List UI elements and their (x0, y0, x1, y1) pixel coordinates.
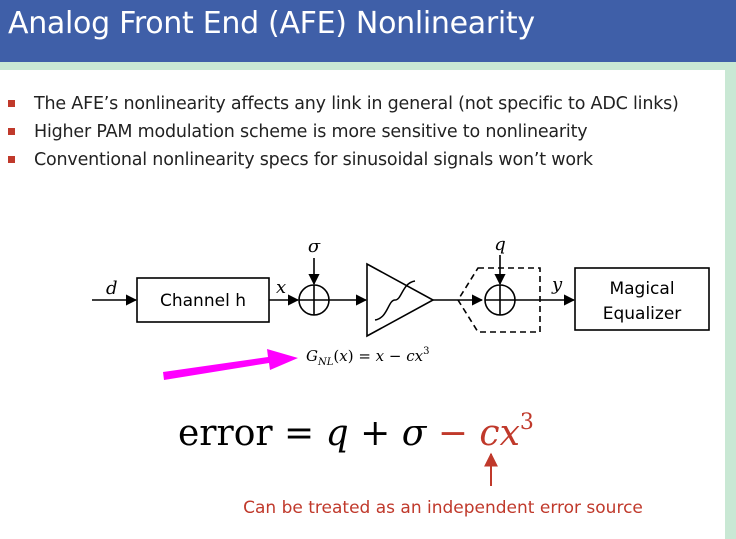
summer-sigma (298, 284, 330, 316)
y-label: y (551, 274, 563, 295)
channel-box (136, 277, 270, 323)
input-label: d (106, 278, 118, 299)
slide-title: Analog Front End (AFE) Nonlinearity (8, 6, 535, 41)
bullet-square-icon (8, 128, 15, 135)
equalizer-line1: Magical (609, 279, 674, 299)
equalizer-line2: Equalizer (603, 304, 682, 324)
sigma-label: σ (308, 236, 321, 257)
bullet-item: The AFE’s nonlinearity affects any link … (8, 90, 679, 118)
bullet-square-icon (8, 156, 15, 163)
error-equation: error = q + σ − cx3 (178, 410, 534, 454)
summer-q (484, 284, 516, 316)
bullet-text: Higher PAM modulation scheme is more sen… (34, 122, 588, 142)
title-bar: Analog Front End (AFE) Nonlinearity (0, 0, 736, 62)
x-label: x (276, 277, 286, 298)
bullet-list: The AFE’s nonlinearity affects any link … (8, 90, 679, 174)
nonlinear-amplifier (366, 262, 435, 338)
annotation-text: Can be treated as an independent error s… (243, 498, 643, 518)
quantizer-dashed-block (457, 267, 541, 333)
q-label: q (494, 234, 506, 255)
bullet-square-icon (8, 100, 15, 107)
bullet-item: Conventional nonlinearity specs for sinu… (8, 146, 679, 174)
bullet-text: The AFE’s nonlinearity affects any link … (34, 94, 679, 114)
magenta-arrow-icon (163, 349, 298, 380)
gnl-formula: GNL(x) = x − cx3 (306, 346, 430, 368)
bullet-item: Higher PAM modulation scheme is more sen… (8, 118, 679, 146)
bullet-text: Conventional nonlinearity specs for sinu… (34, 150, 593, 170)
equalizer-box (574, 267, 710, 331)
channel-label: Channel h (160, 291, 246, 311)
